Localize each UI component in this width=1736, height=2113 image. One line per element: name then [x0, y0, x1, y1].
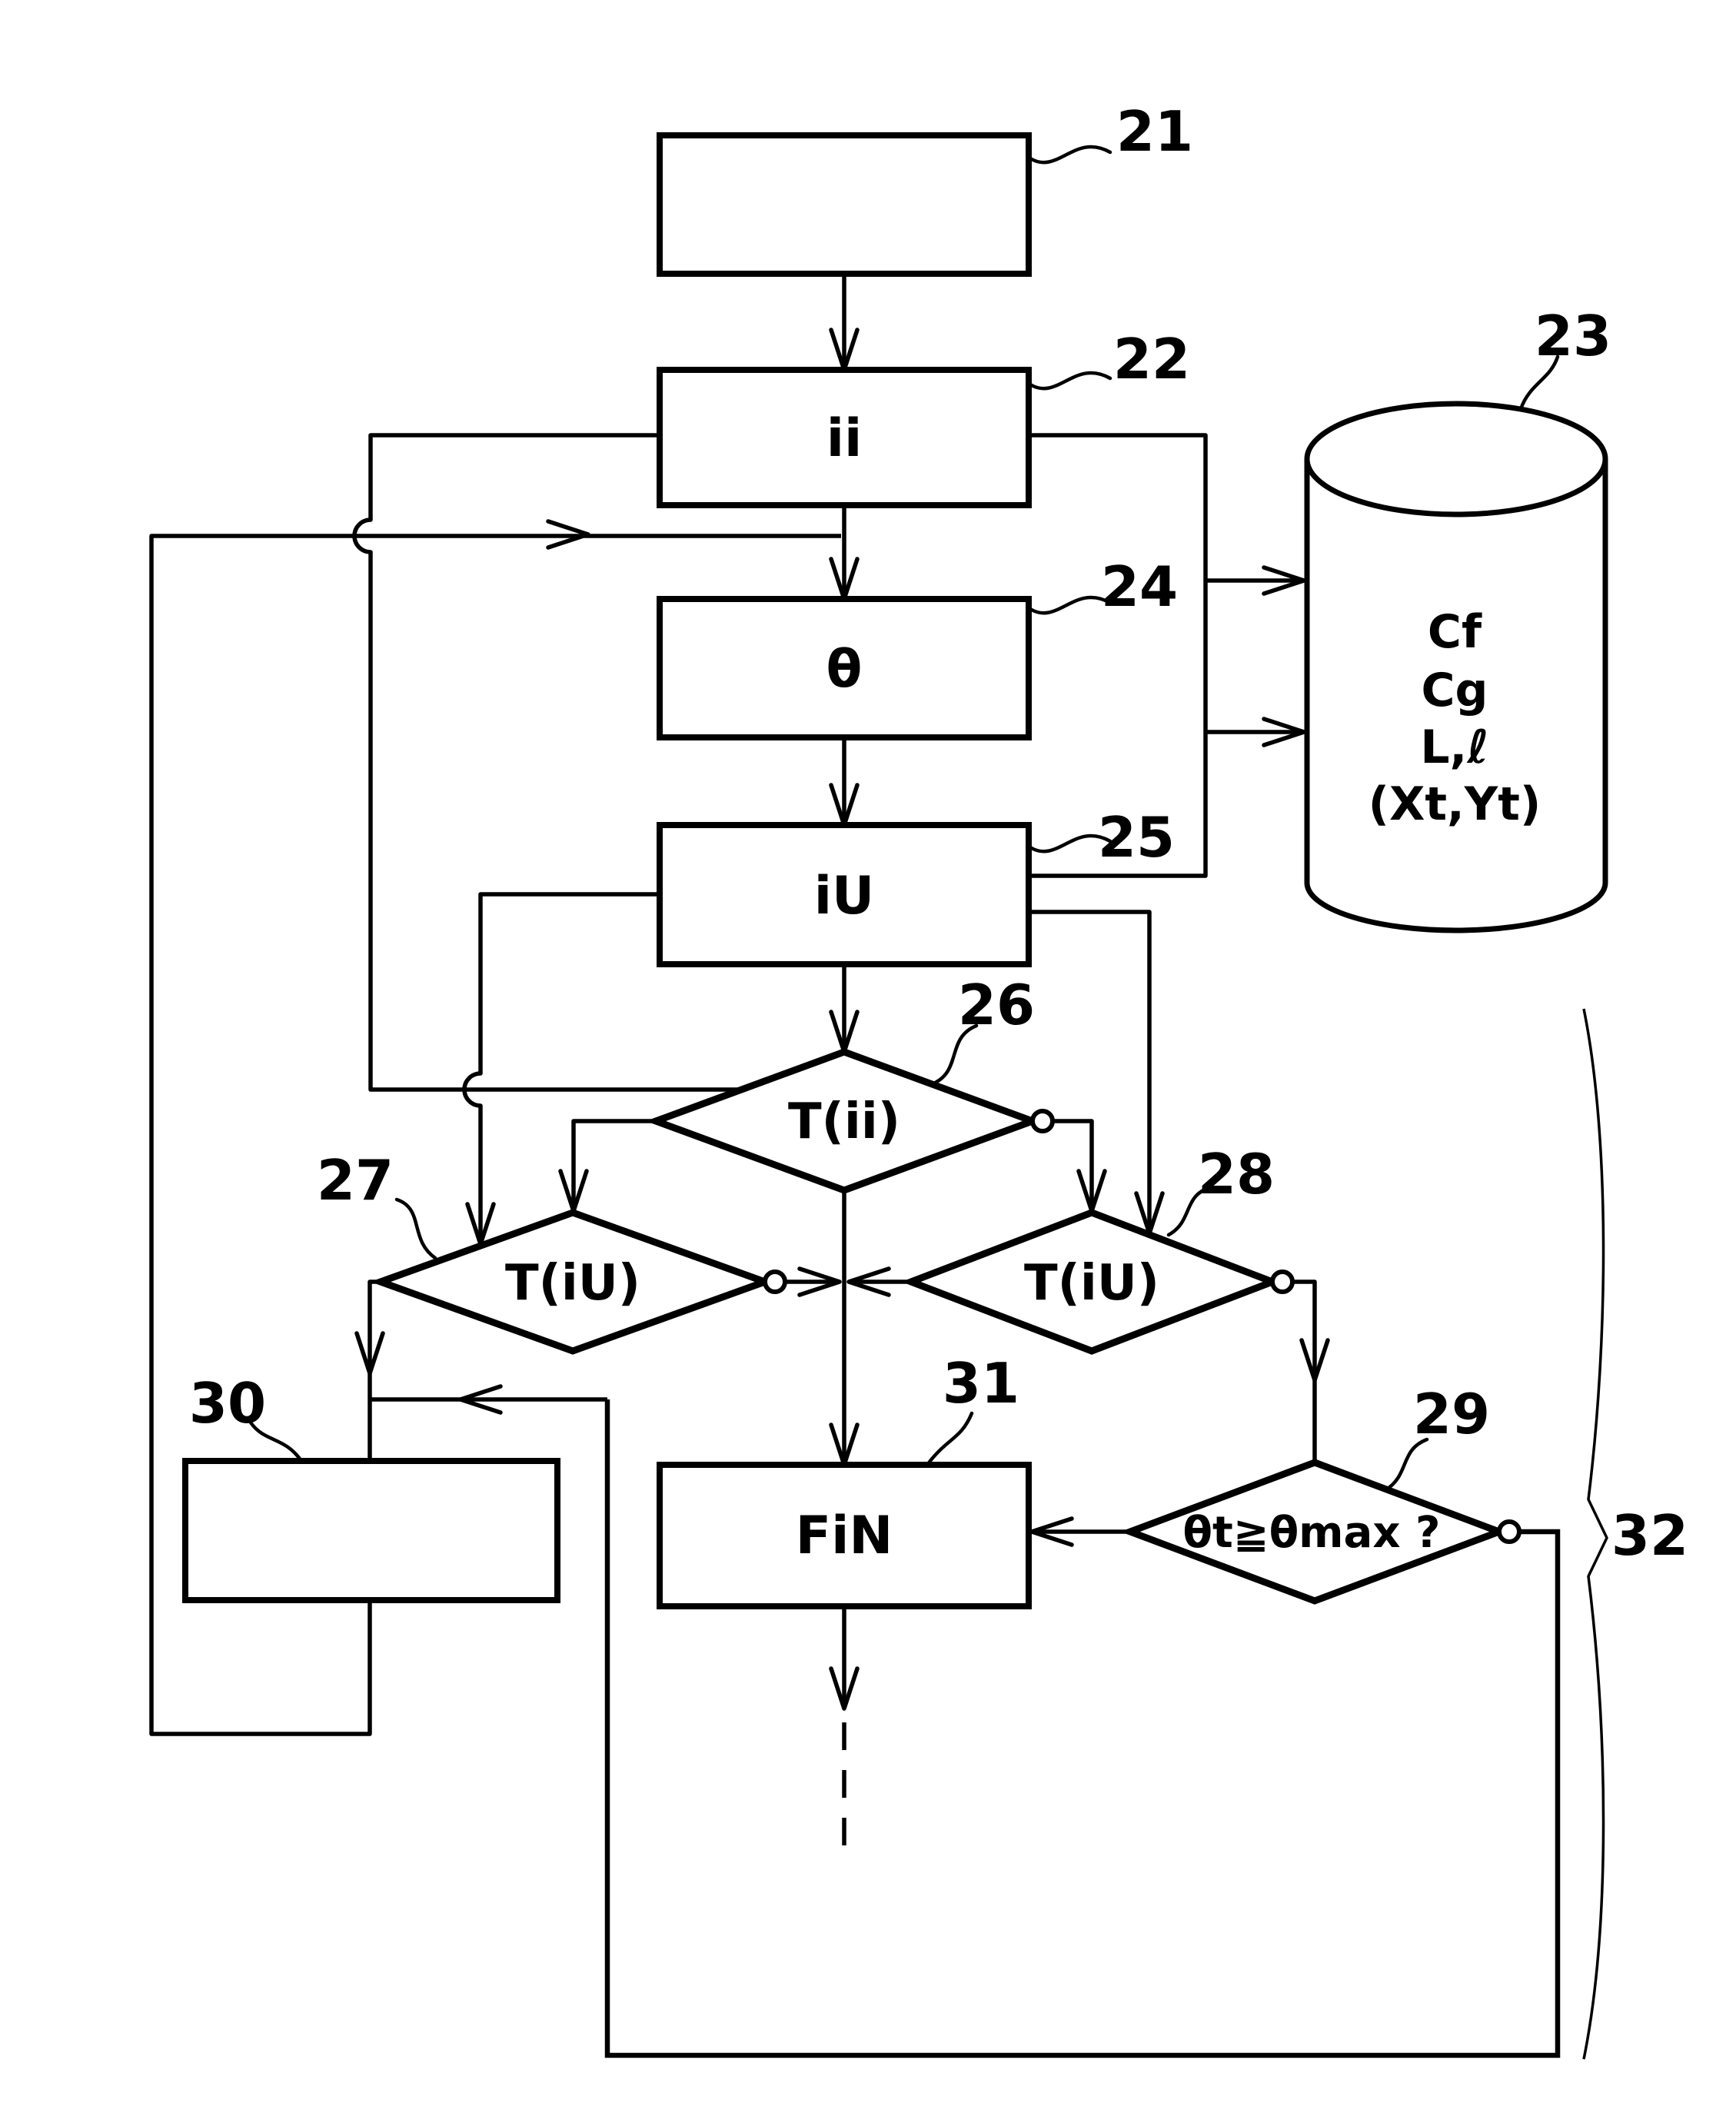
- leader-28: [1166, 1185, 1212, 1237]
- process-box-24: [657, 596, 1032, 740]
- edge-26-28: [1053, 1119, 1094, 1211]
- arrow-28-merge: [846, 1266, 891, 1297]
- leader-23: [1518, 354, 1560, 411]
- no-circle-29: [1497, 1519, 1521, 1544]
- leader-29: [1383, 1437, 1429, 1492]
- leader-25: [1028, 834, 1112, 854]
- ref-26: 26: [958, 973, 1035, 1037]
- edge-28-29: [1292, 1279, 1317, 1461]
- datastore-cylinder-23: [1304, 401, 1608, 933]
- leader-24: [1028, 595, 1112, 615]
- edge-25-27: [462, 892, 660, 1244]
- label-box-31: FiN: [796, 1506, 893, 1566]
- leader-31: [925, 1411, 974, 1467]
- label-diamond-26: T(ii): [788, 1093, 900, 1150]
- process-box-25: [657, 822, 1032, 967]
- label-box-22: ii: [826, 408, 863, 469]
- cylinder-line-3: L,ℓ: [1420, 720, 1488, 774]
- label-box-24: θ: [826, 639, 863, 700]
- label-diamond-28: T(iU): [1024, 1255, 1159, 1312]
- no-circle-28: [1270, 1269, 1295, 1294]
- node-labels: ii θ iU FiN T(ii) T(iU) T(iU) θt≧θmax ? …: [505, 408, 1541, 1566]
- edge-29-bottom-loop: [604, 1399, 1561, 2058]
- ref-31: 31: [943, 1351, 1019, 1416]
- cylinder-body: [1304, 459, 1608, 933]
- reference-leaders: [248, 145, 1560, 1492]
- label-diamond-29: θt≧θmax ?: [1183, 1508, 1441, 1558]
- cylinder-top-ellipse: [1304, 401, 1608, 517]
- edge-30-left-loop: [149, 534, 841, 1736]
- arrow-into-30: [354, 1331, 385, 1376]
- leader-22: [1028, 371, 1112, 391]
- label-diamond-27: T(iU): [505, 1255, 640, 1312]
- leader-26: [930, 1023, 979, 1086]
- leader-21: [1028, 145, 1112, 165]
- decision-diamond-26: [645, 1048, 1043, 1194]
- cylinder-line-2: Cg: [1422, 664, 1488, 717]
- arrow-31-down: [829, 1666, 860, 1711]
- arrow-into-cyl-2: [1262, 717, 1306, 747]
- decision-diamond-28: [901, 1209, 1282, 1355]
- decision-diamond-29: [1120, 1459, 1509, 1605]
- process-boxes: [182, 132, 1032, 1609]
- arrow-loop-into-30: [458, 1384, 503, 1415]
- process-box-21: [657, 132, 1032, 277]
- edge-right-trunk: [1029, 433, 1208, 878]
- process-box-22: [657, 367, 1032, 508]
- ref-25: 25: [1098, 805, 1175, 870]
- cylinder-line-4: (Xt,Yt): [1369, 777, 1541, 831]
- process-box-31: [657, 1462, 1032, 1609]
- no-circle-27: [763, 1269, 787, 1294]
- reference-numerals: 21 22 23 24 25 26 27 28 29 30 31 32: [189, 99, 1688, 1568]
- leader-30: [248, 1420, 304, 1463]
- ref-28: 28: [1198, 1142, 1275, 1206]
- arrow-27-merge: [797, 1266, 842, 1297]
- grouping-brace-32: [1582, 1008, 1608, 2060]
- cylinder-line-1: Cf: [1428, 605, 1482, 659]
- label-box-25: iU: [814, 866, 875, 927]
- edge-26-27: [571, 1119, 656, 1211]
- process-box-30: [182, 1458, 560, 1603]
- arrow-into-cyl-1: [1262, 565, 1306, 596]
- branch-node-circles: [763, 1109, 1521, 1544]
- ref-32: 32: [1611, 1503, 1688, 1568]
- ref-29: 29: [1413, 1382, 1490, 1446]
- no-circle-26: [1030, 1109, 1055, 1133]
- connector-wires: [149, 274, 1561, 2058]
- ref-21: 21: [1116, 99, 1193, 164]
- arrow-left-loop-right: [546, 519, 590, 550]
- ref-24: 24: [1101, 554, 1178, 619]
- edge-22-26-loop: [352, 433, 743, 1092]
- ref-27: 27: [317, 1148, 394, 1213]
- edge-25-28: [1029, 910, 1152, 1233]
- decision-diamonds: [370, 1048, 1509, 1605]
- ref-22: 22: [1113, 327, 1190, 391]
- arrow-into-29: [1299, 1338, 1330, 1383]
- decision-diamond-27: [370, 1209, 776, 1355]
- leader-27: [394, 1197, 437, 1260]
- ref-30: 30: [189, 1371, 266, 1436]
- ref-23: 23: [1535, 304, 1611, 368]
